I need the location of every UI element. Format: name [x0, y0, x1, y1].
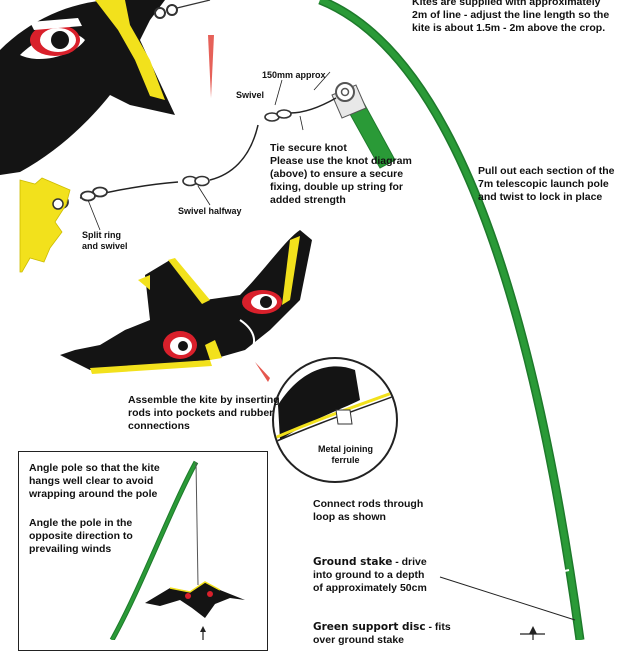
red-pointer-ferrule — [255, 362, 270, 382]
ground-marker — [520, 626, 545, 640]
swivel-label: Swivel — [236, 90, 265, 100]
label-pointers — [87, 71, 331, 231]
pole-tip-icon — [331, 82, 396, 169]
ground-stake-title: Ground stake — [313, 556, 393, 568]
pull-out-note: Pull out each section of the 7m telescop… — [478, 165, 615, 203]
split-ring-label: Split ring and swivel — [82, 230, 128, 251]
assemble-note: Assemble the kite by inserting rods into… — [128, 394, 280, 432]
ferrule-icon — [272, 357, 398, 483]
telescopic-launch-pole — [318, 0, 585, 640]
support-disc-note: Green support disc - fits over ground st… — [313, 621, 451, 647]
middle-hawk-kite — [60, 230, 312, 374]
length-150mm-label: 150mm approx — [262, 70, 326, 80]
swivel-icon — [154, 0, 211, 19]
support-disc-title: Green support disc — [313, 621, 426, 633]
swivel-top — [264, 109, 292, 122]
ground-stake-text: - drive into ground to a depth of approx… — [313, 556, 427, 594]
yellow-kite-tail — [19, 177, 71, 273]
red-pointer-top — [208, 35, 214, 98]
kites-supplied-note: Kites are supplied with approximately 2m… — [412, 0, 610, 34]
connect-rods-note: Connect rods through loop as shown — [313, 498, 424, 523]
ground-stake-note: Ground stake - drive into ground to a de… — [313, 556, 427, 595]
angle-pole-note-1: Angle pole so that the kite hangs well c… — [29, 462, 160, 500]
tie-knot-note: Tie secure knot Please use the knot diag… — [270, 142, 412, 206]
metal-ferrule-label: Metal joining ferrule — [318, 444, 373, 465]
hawk-kite-icon — [0, 0, 175, 175]
swivel-halfway-label: Swivel halfway — [178, 206, 242, 216]
angle-pole-note-2: Angle the pole in the opposite direction… — [29, 517, 133, 555]
ground-stake-pointer — [439, 576, 576, 621]
swivel-halfway — [182, 175, 210, 187]
inset-scene — [109, 460, 245, 640]
